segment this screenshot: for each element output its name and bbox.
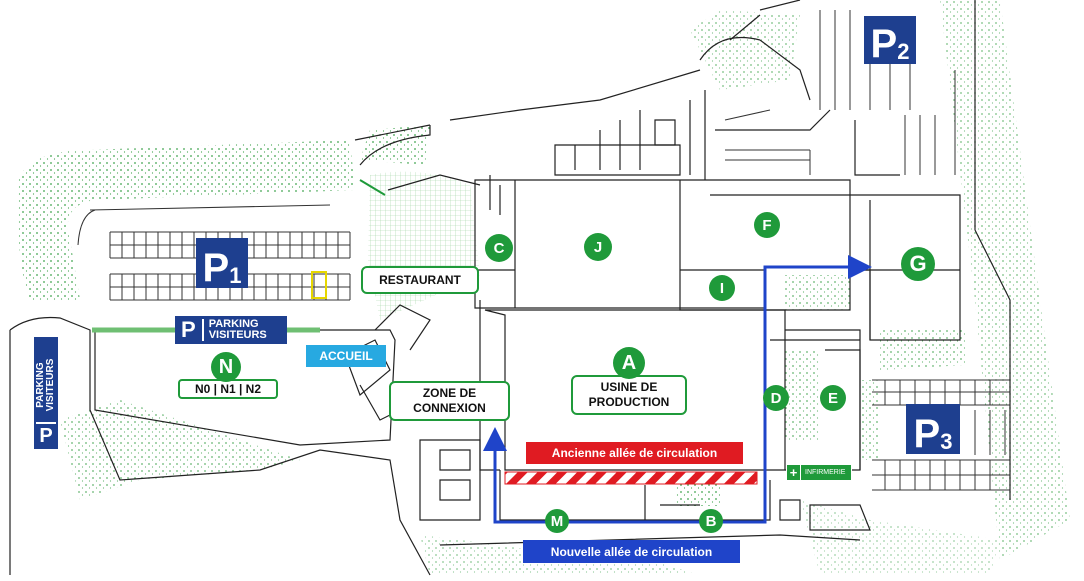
zone-connexion-line2: CONNEXION: [413, 401, 486, 415]
zone-i-marker: I: [709, 275, 735, 301]
parking-visitors-letter: P: [175, 319, 204, 341]
zone-f-marker: F: [754, 212, 780, 238]
zone-connexion-line1: ZONE DE: [422, 386, 477, 400]
zone-j-letter: J: [593, 238, 603, 256]
zone-e-letter: E: [827, 389, 838, 407]
old-route-hatched: [504, 471, 758, 485]
parking-visitors-line1: PARKING: [208, 318, 259, 330]
medical-cross-icon: +: [787, 465, 801, 480]
parking-p2-stalls: [724, 10, 956, 175]
restaurant-label: RESTAURANT: [361, 266, 479, 294]
parking-p2-letter: P: [870, 22, 898, 66]
zone-i-letter: I: [719, 279, 725, 297]
usine-line1: USINE DE: [600, 380, 658, 394]
new-route-line: [493, 255, 872, 524]
ancienne-allee-text: Ancienne allée de circulation: [551, 446, 718, 460]
zone-g-letter: G: [909, 251, 927, 276]
zone-c-letter: C: [493, 239, 505, 257]
parking-p1-number: 1: [229, 263, 242, 288]
zone-a-marker: A: [613, 347, 645, 379]
zone-c-marker: C: [485, 234, 513, 262]
zone-n-letter: N: [218, 355, 234, 378]
zone-m-marker: M: [545, 509, 569, 533]
infirmerie-sign: + INFIRMERIE: [786, 464, 852, 481]
nouvelle-allee-label: Nouvelle allée de circulation: [523, 540, 740, 563]
parking-p1-letter: P: [202, 246, 230, 290]
accueil-label: ACCUEIL: [306, 345, 386, 367]
usine-line2: PRODUCTION: [588, 395, 670, 409]
zone-e-marker: E: [820, 385, 846, 411]
parking-p2-number: 2: [897, 39, 910, 64]
zone-f-letter: F: [762, 216, 772, 234]
parking-p3-letter: P: [913, 412, 941, 456]
parking-visitors-line2: VISITEURS: [208, 329, 267, 341]
zone-b-letter: B: [705, 512, 717, 530]
parking-visitors-v-letter: P: [36, 422, 56, 446]
restaurant-text: RESTAURANT: [379, 272, 461, 287]
zone-m-letter: M: [550, 512, 564, 530]
zone-d-letter: D: [770, 389, 782, 407]
zone-a-letter: A: [621, 351, 637, 374]
levels-text: N0 | N1 | N2: [194, 381, 262, 396]
infirmerie-text: INFIRMERIE: [805, 469, 846, 476]
ancienne-allee-label: Ancienne allée de circulation: [526, 442, 743, 464]
zone-n-marker: N: [211, 352, 241, 382]
parking-visitors-v-line2: VISITEURS: [45, 358, 56, 412]
site-outline: [9, 0, 1011, 576]
zone-g-marker: G: [901, 247, 935, 281]
yellow-marker: [311, 271, 327, 299]
zone-d-marker: D: [763, 385, 789, 411]
zone-b-marker: B: [699, 509, 723, 533]
accueil-text: ACCUEIL: [319, 349, 373, 363]
levels-label: N0 | N1 | N2: [178, 379, 278, 399]
parking-p3-number: 3: [940, 429, 953, 454]
nouvelle-allee-text: Nouvelle allée de circulation: [550, 544, 713, 559]
green-fence-line-2: [359, 179, 386, 196]
zone-j-marker: J: [584, 233, 612, 261]
